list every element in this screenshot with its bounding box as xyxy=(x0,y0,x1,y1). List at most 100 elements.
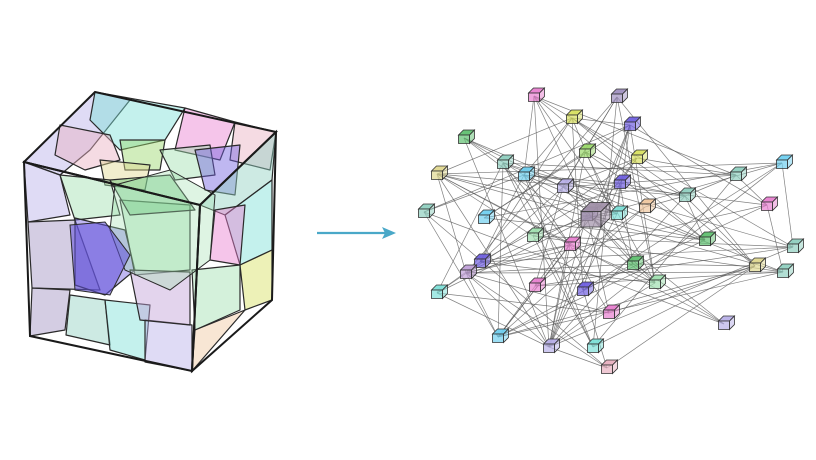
graph-node-front xyxy=(580,211,602,228)
graph-node xyxy=(417,203,436,219)
graph-edge xyxy=(548,244,571,348)
graph-node xyxy=(786,238,805,254)
foam-cell xyxy=(209,204,246,266)
graph-edge xyxy=(533,95,737,176)
graph-edge xyxy=(586,214,610,314)
graph-edge xyxy=(781,162,794,248)
graph-node-side xyxy=(554,338,560,354)
graph-node xyxy=(527,87,546,103)
graph-edge xyxy=(534,246,794,287)
graph-node-side xyxy=(788,263,794,279)
graph-node-front xyxy=(527,232,539,242)
graph-edge xyxy=(569,244,610,314)
graph-node-side xyxy=(614,304,620,320)
graph-node-side xyxy=(442,165,448,181)
graph-node xyxy=(776,263,795,279)
graph-node-side xyxy=(642,149,648,165)
graph-node-side xyxy=(600,201,611,228)
graph-node xyxy=(717,315,736,331)
graph-edge xyxy=(592,265,756,348)
graph-edge xyxy=(523,174,594,348)
graph-node-side xyxy=(503,328,509,344)
graph-node-front xyxy=(528,92,540,102)
graph-node-side xyxy=(485,253,491,269)
graph-node-side xyxy=(622,205,628,221)
graph-node xyxy=(600,359,619,375)
graph-edge xyxy=(497,214,588,338)
graph-edge xyxy=(436,173,784,273)
graph-edge xyxy=(569,244,656,284)
graph-node xyxy=(578,143,597,159)
graph-node-side xyxy=(590,143,596,159)
graph-edge xyxy=(629,124,768,206)
graph-edge xyxy=(584,151,686,197)
graph-edge xyxy=(502,162,594,348)
graph-node-side xyxy=(612,359,618,375)
graph-edge xyxy=(533,95,706,241)
graph-node xyxy=(496,154,515,170)
graph-node-side xyxy=(568,178,574,194)
graph-node xyxy=(528,277,547,293)
graph-node-front xyxy=(761,201,773,211)
voronoi-foam-cube xyxy=(22,90,279,374)
graph-edge xyxy=(533,95,592,218)
graph-node xyxy=(563,236,582,252)
foam-cell xyxy=(109,174,196,216)
graph-node-front xyxy=(639,203,651,213)
graph-node-side xyxy=(660,274,666,290)
graph-node-side xyxy=(650,198,656,214)
graph-edge xyxy=(502,162,784,273)
graph-node-front xyxy=(631,154,643,164)
graph-edge xyxy=(436,117,573,175)
graph-edge xyxy=(436,292,610,314)
graph-edge xyxy=(436,162,783,175)
graph-edge xyxy=(616,124,631,215)
graph-edge xyxy=(606,265,756,369)
graph-node xyxy=(565,109,584,125)
graph-edge xyxy=(632,263,756,267)
graph-node-side xyxy=(787,154,793,170)
graph-edge xyxy=(436,162,504,294)
graph-node-front xyxy=(787,243,799,253)
graph-node xyxy=(729,166,748,182)
graph-edge xyxy=(497,263,634,338)
graph-edge xyxy=(632,263,725,325)
graph-node-front xyxy=(649,279,661,289)
graph-node xyxy=(556,178,575,194)
graph-node-side xyxy=(442,284,448,300)
graph-edge xyxy=(436,173,725,325)
cube-outline xyxy=(22,90,279,374)
foam-cells xyxy=(23,91,277,372)
transform-arrow xyxy=(317,227,396,239)
graph-node-front xyxy=(492,333,504,343)
graph-node-side xyxy=(529,166,535,182)
graph-edge xyxy=(465,204,768,274)
cube-right-face-outline xyxy=(190,129,278,374)
graph-edges xyxy=(423,95,794,369)
graph-edge xyxy=(479,182,621,263)
graph-node xyxy=(698,231,717,247)
foam-cell xyxy=(119,199,191,276)
graph-node xyxy=(491,328,510,344)
graph-node-front xyxy=(749,262,761,272)
graph-node-side xyxy=(635,116,641,132)
graph-node xyxy=(610,88,629,104)
graph-edge xyxy=(502,162,571,246)
graph-edge xyxy=(436,173,467,274)
graph-node-front xyxy=(564,241,576,251)
foam-cell xyxy=(29,287,71,337)
graph-node-side xyxy=(508,154,514,170)
graph-node-front xyxy=(579,148,591,158)
graph-node xyxy=(775,154,794,170)
graph-node xyxy=(638,198,657,214)
graph-nodes xyxy=(417,87,805,375)
graph-node xyxy=(613,174,632,190)
graph-node xyxy=(430,165,449,181)
graph-edge xyxy=(436,173,550,348)
graph-node xyxy=(678,187,697,203)
graph-edge xyxy=(571,117,686,197)
graph-node-side xyxy=(598,338,604,354)
graph-node-front xyxy=(577,286,589,296)
graph-node xyxy=(626,255,645,271)
